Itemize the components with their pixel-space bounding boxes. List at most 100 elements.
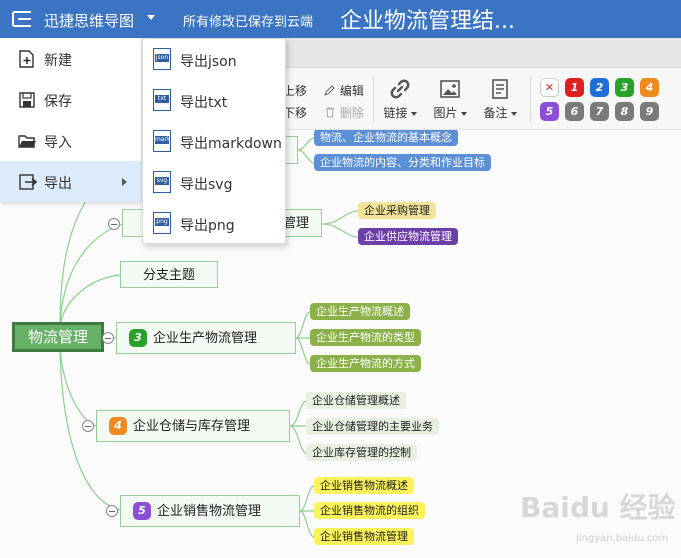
toolbar-separator — [373, 76, 374, 122]
link-icon — [390, 79, 410, 99]
chevron-right-icon — [122, 178, 127, 186]
file-type-tag: txt — [155, 95, 169, 103]
menu-item-export[interactable]: 导出 — [0, 161, 141, 202]
menu-item-label: 保存 — [44, 94, 72, 110]
collapse-button-b5[interactable] — [82, 420, 94, 432]
note-icon — [492, 79, 508, 99]
collapse-button-b4[interactable] — [102, 332, 114, 344]
note-button[interactable]: 备注 — [478, 78, 522, 128]
document-title[interactable]: 企业物流管理结... — [340, 9, 515, 34]
new-file-icon — [19, 50, 34, 68]
leaf-b1-1[interactable]: 物流、企业物流的基本概念 — [314, 129, 458, 146]
menu-item-import[interactable]: 导入 — [0, 120, 141, 161]
priority-1-button[interactable]: 1 — [565, 78, 584, 97]
caret-down-icon[interactable] — [147, 15, 155, 20]
priority-4-button[interactable]: 4 — [640, 78, 659, 97]
export-submenu: json 导出json txt 导出txt mark 导出markdown sv… — [142, 38, 286, 244]
move-down-button[interactable]: 下移 — [283, 106, 308, 120]
export-icon — [19, 174, 37, 190]
link-button[interactable]: 链接 — [378, 78, 422, 128]
leaf-b6-3[interactable]: 企业销售物流管理 — [314, 528, 414, 545]
save-status: 所有修改已保存到云端 — [183, 15, 314, 30]
json-file-icon: json — [153, 48, 171, 70]
note-label: 备注 — [483, 106, 508, 120]
caret-down-icon — [510, 111, 517, 116]
priority-3-button[interactable]: 3 — [615, 78, 634, 97]
priority-5-button[interactable]: 5 — [540, 102, 559, 121]
priority-8-button[interactable]: 8 — [615, 102, 634, 121]
connector-root-to-b2 — [59, 223, 123, 327]
leaf-b6-2[interactable]: 企业销售物流的组织 — [314, 502, 425, 519]
export-txt-item[interactable]: txt 导出txt — [143, 80, 285, 121]
pencil-icon — [324, 85, 335, 96]
leaf-b6-1[interactable]: 企业销售物流概述 — [314, 477, 414, 494]
export-item-label: 导出json — [180, 54, 237, 70]
edit-button[interactable]: 编辑 — [324, 82, 364, 99]
toolbar-separator — [530, 76, 531, 122]
priority-7-button[interactable]: 7 — [590, 102, 609, 121]
menu-item-label: 导入 — [44, 135, 72, 151]
caret-down-icon — [460, 111, 467, 116]
svg-file-icon: svg — [153, 171, 171, 193]
connector-root-to-b5 — [59, 349, 97, 427]
file-type-tag: json — [155, 54, 169, 62]
folder-open-icon — [18, 135, 36, 148]
title-bar: 迅捷思维导图 所有修改已保存到云端 企业物流管理结... — [0, 0, 681, 38]
menu-item-save[interactable]: 保存 — [0, 79, 141, 120]
leaf-b5-3[interactable]: 企业库存管理的控制 — [306, 444, 417, 461]
leaf-b4-3[interactable]: 企业生产物流的方式 — [310, 355, 421, 372]
leaf-b2-2[interactable]: 企业供应物流管理 — [358, 228, 458, 245]
caret-down-icon — [410, 111, 417, 116]
leaf-b5-2[interactable]: 企业仓储管理的主要业务 — [306, 418, 439, 435]
menu-item-label: 导出 — [44, 176, 72, 192]
leaf-b4-2[interactable]: 企业生产物流的类型 — [310, 329, 421, 346]
branch-node-6[interactable]: 5 企业销售物流管理 — [120, 495, 300, 527]
export-markdown-item[interactable]: mark 导出markdown — [143, 121, 285, 162]
save-icon — [19, 92, 35, 108]
priority-badge-5: 5 — [133, 501, 151, 520]
branch-node-4[interactable]: 3 企业生产物流管理 — [116, 322, 296, 354]
menu-item-new[interactable]: 新建 — [0, 38, 141, 79]
delete-label: 删除 — [339, 106, 364, 120]
branch-label-6: 企业销售物流管理 — [157, 504, 262, 519]
image-icon — [440, 80, 460, 98]
export-svg-item[interactable]: svg 导出svg — [143, 162, 285, 203]
app-name[interactable]: 迅捷思维导图 — [44, 12, 135, 30]
baidu-watermark-url: jingyan.baidu.com — [576, 533, 669, 544]
priority-badge-3: 3 — [129, 328, 147, 347]
export-png-item[interactable]: png 导出png — [143, 203, 285, 244]
delete-button[interactable]: 删除 — [324, 104, 364, 121]
collapse-button-b6[interactable] — [106, 505, 118, 517]
export-json-item[interactable]: json 导出json — [143, 39, 285, 80]
image-button[interactable]: 图片 — [428, 78, 472, 128]
image-label: 图片 — [433, 106, 458, 120]
branch-node-3[interactable]: 分支主题 — [120, 261, 218, 288]
png-file-icon: png — [153, 212, 171, 234]
connector-b1-leaves — [297, 137, 315, 164]
priority-6-button[interactable]: 6 — [565, 102, 584, 121]
export-item-label: 导出txt — [180, 95, 228, 111]
connector-root-to-b3 — [59, 274, 121, 327]
branch-label-4: 企业生产物流管理 — [153, 331, 258, 346]
root-node[interactable]: 物流管理 — [12, 322, 104, 352]
branch-label-5: 企业仓储与库存管理 — [133, 419, 251, 434]
leaf-b1-2[interactable]: 企业物流的内容、分类和作业目标 — [314, 154, 491, 171]
priority-2-button[interactable]: 2 — [590, 78, 609, 97]
baidu-watermark: Baidu 经验 — [520, 491, 676, 524]
leaf-b4-1[interactable]: 企业生产物流概述 — [310, 303, 410, 320]
leaf-b5-1[interactable]: 企业仓储管理概述 — [306, 392, 406, 409]
app-logo-icon[interactable] — [10, 9, 34, 29]
priority-9-button[interactable]: 9 — [640, 102, 659, 121]
leaf-b2-1[interactable]: 企业采购管理 — [358, 202, 436, 219]
move-up-button[interactable]: 上移 — [283, 84, 308, 98]
txt-file-icon: txt — [153, 89, 171, 111]
connector-b2-leaves — [321, 210, 359, 238]
edit-label: 编辑 — [339, 84, 364, 98]
remove-priority-button[interactable]: ✕ — [540, 78, 559, 97]
export-item-label: 导出markdown — [180, 136, 282, 152]
export-item-label: 导出svg — [180, 177, 233, 193]
root-label: 物流管理 — [27, 328, 88, 346]
file-type-tag: mark — [155, 136, 169, 144]
collapse-button-b2[interactable] — [108, 218, 120, 230]
